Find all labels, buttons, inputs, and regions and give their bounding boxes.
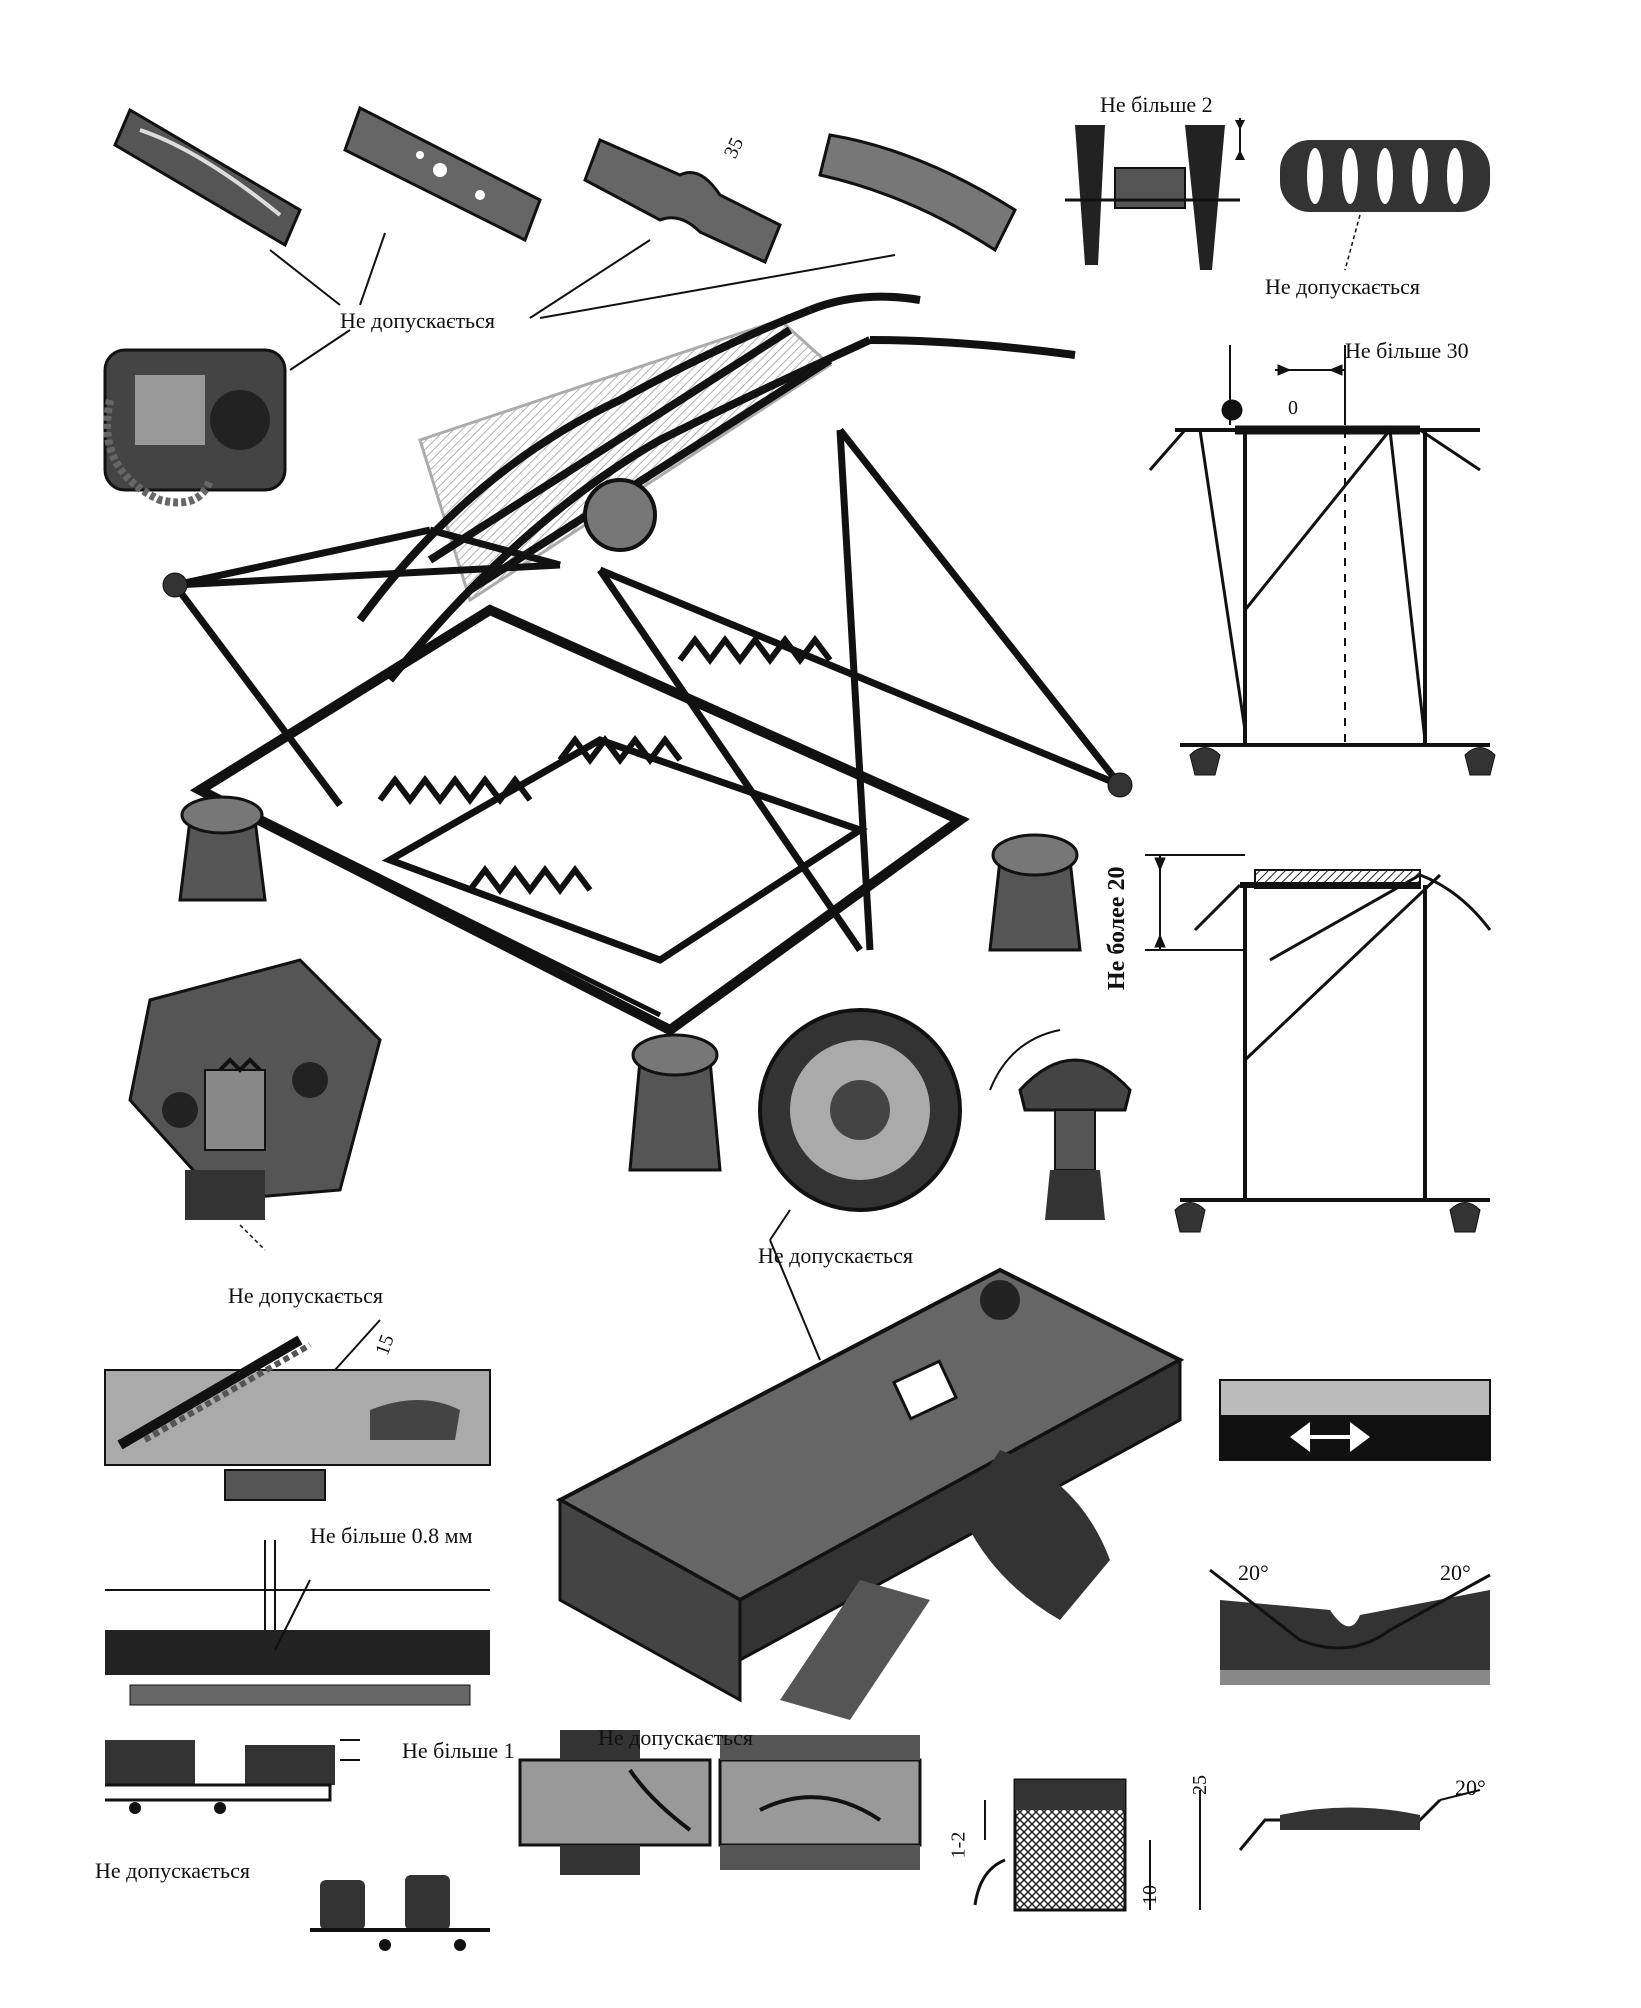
label-max-20-ru: Не более 20 bbox=[1104, 866, 1130, 990]
label-dim-1-2: 1-2 bbox=[947, 1831, 970, 1859]
label-not-allowed-carriage: Не допускається bbox=[228, 1283, 383, 1308]
strip-profile-bottom bbox=[310, 1875, 490, 1951]
label-max-0-8mm: Не більше 0.8 мм bbox=[310, 1523, 473, 1548]
worn-strip-2 bbox=[1209, 1568, 1491, 1685]
strip-joint-detail bbox=[104, 1319, 491, 1501]
bent-tube bbox=[818, 133, 1017, 253]
strip-gap-detail bbox=[105, 1540, 490, 1706]
strip-step-detail bbox=[105, 1739, 360, 1814]
strip-dimensions bbox=[973, 1778, 1201, 1912]
carriage-mechanism bbox=[128, 958, 382, 1251]
label-not-allowed-cracked: Не допускається bbox=[598, 1725, 753, 1750]
strip-taper bbox=[1238, 1789, 1481, 1851]
profile-diagram-1 bbox=[1148, 345, 1496, 776]
spring-coil bbox=[1280, 140, 1490, 271]
worn-strip-1 bbox=[1219, 1379, 1491, 1461]
damaged-tube-2 bbox=[343, 105, 542, 243]
cracked-strip-2 bbox=[718, 1735, 922, 1870]
label-angle-right: 20° bbox=[1440, 1560, 1471, 1585]
strip-holder-assembly bbox=[555, 1239, 1185, 1720]
label-not-allowed-bearing: Не допускається bbox=[758, 1243, 913, 1268]
leader-lines-top bbox=[269, 232, 896, 371]
insulator-detail bbox=[989, 1029, 1132, 1220]
label-dim-10: 10 bbox=[1139, 1885, 1161, 1905]
label-not-allowed-step: Не допускається bbox=[95, 1858, 250, 1883]
label-max-1: Не більше 1 bbox=[402, 1738, 515, 1763]
label-not-allowed-tubes: Не допускається bbox=[340, 308, 495, 333]
damaged-bearing bbox=[758, 1008, 962, 1241]
profile-diagram-2 bbox=[1145, 854, 1492, 1233]
label-max-2: Не більше 2 bbox=[1100, 92, 1213, 117]
dented-tube bbox=[583, 137, 782, 265]
cracked-strip-1 bbox=[518, 1730, 712, 1875]
label-not-allowed-spring: Не допускається bbox=[1265, 274, 1420, 299]
label-angle-taper: 20° bbox=[1455, 1775, 1486, 1800]
label-max-30: Не більше 30 bbox=[1345, 338, 1469, 363]
label-dim-25: 25 bbox=[1189, 1775, 1211, 1795]
pantograph-main bbox=[162, 292, 1133, 1172]
damaged-tube-1 bbox=[113, 107, 302, 248]
label-angle-left: 20° bbox=[1238, 1560, 1269, 1585]
shunt-clamp bbox=[103, 348, 287, 507]
strip-wear-profile bbox=[1065, 118, 1245, 270]
label-dim-0: 0 bbox=[1288, 397, 1298, 419]
